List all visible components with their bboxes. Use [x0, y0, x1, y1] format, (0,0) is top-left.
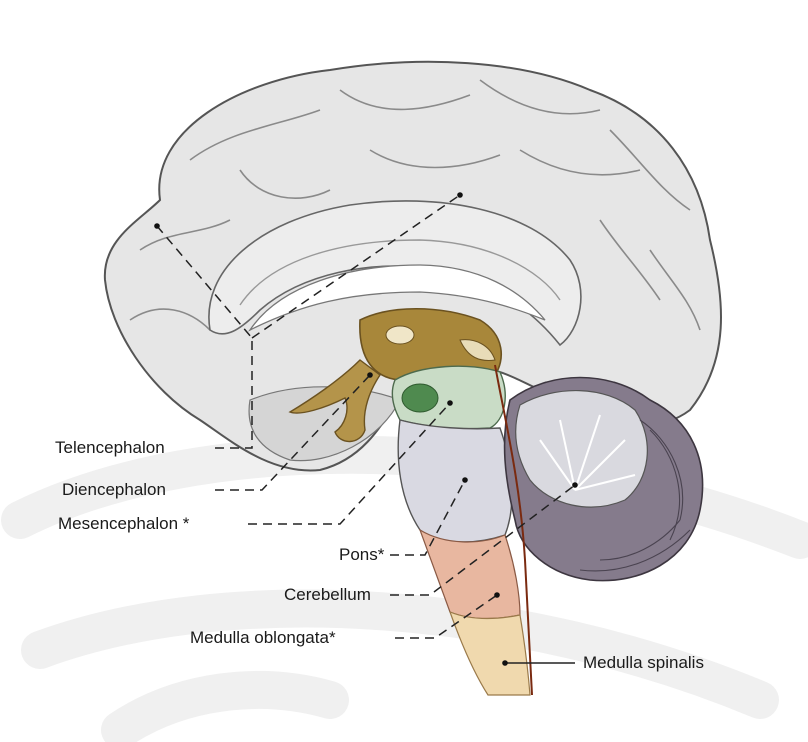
medulla-oblongata-leader	[395, 594, 498, 639]
telencephalon-leader	[156, 225, 253, 449]
label-mesencephalon: Mesencephalon *	[58, 514, 190, 533]
label-medulla-oblongata: Medulla oblongata*	[190, 628, 336, 647]
cerebellum-shape	[503, 376, 704, 582]
pons-leader	[390, 479, 466, 556]
diencephalon-leader	[215, 374, 371, 491]
medulla-spinalis-shape	[448, 610, 531, 696]
telencephalon-leader-2	[251, 194, 461, 339]
mesencephalon-shape	[391, 365, 506, 430]
label-diencephalon: Diencephalon	[62, 480, 166, 499]
label-telencephalon: Telencephalon	[55, 438, 165, 457]
label-pons: Pons*	[339, 545, 385, 564]
central-canal-line	[494, 364, 533, 696]
label-cerebellum: Cerebellum	[284, 585, 371, 604]
diencephalon-shape	[288, 307, 502, 443]
label-medulla-spinalis: Medulla spinalis	[583, 653, 704, 672]
leader-lines	[156, 194, 576, 639]
mesencephalon-leader	[248, 402, 451, 525]
pointer-dots	[154, 192, 578, 666]
pons-shape	[397, 419, 513, 543]
